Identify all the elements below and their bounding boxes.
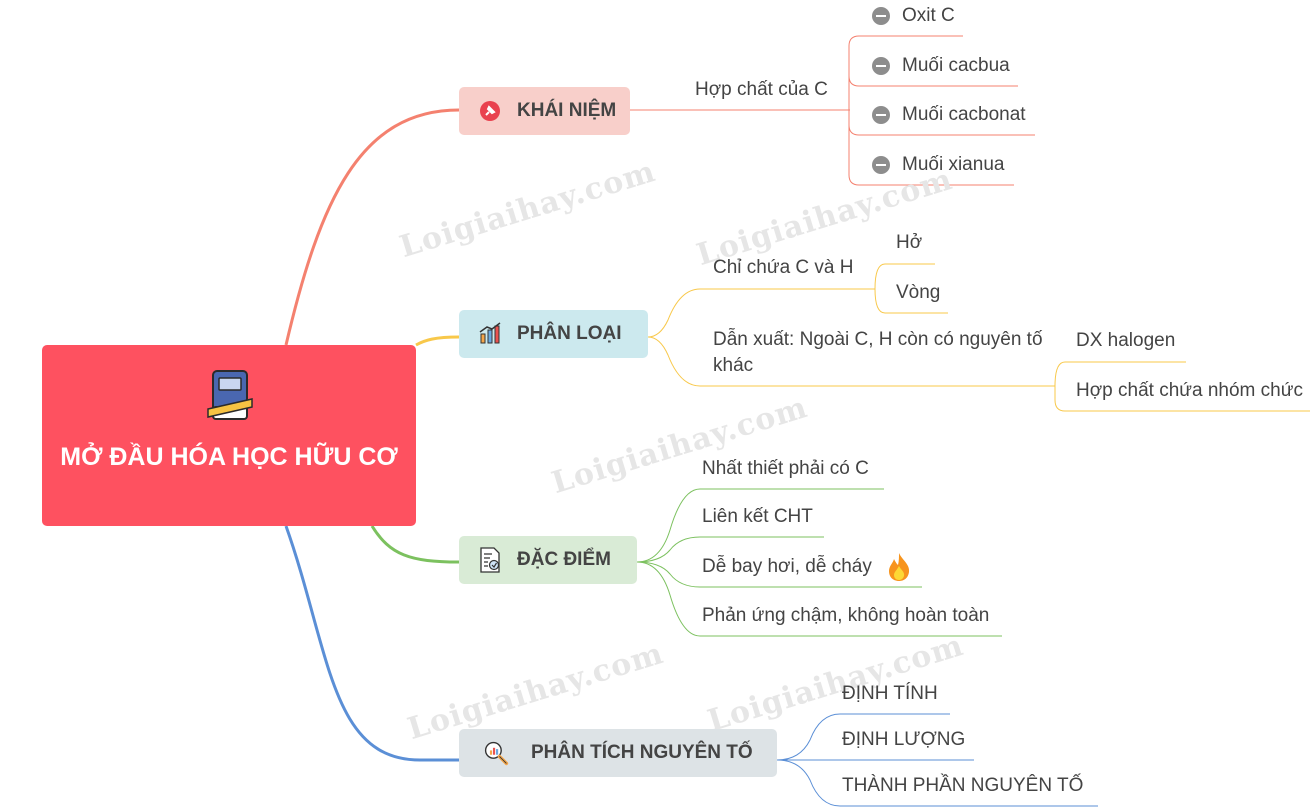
collapse-icon[interactable]	[872, 7, 890, 25]
leaf-hop-chat-chua-nhom-chuc[interactable]: Hợp chất chứa nhóm chức	[1076, 380, 1303, 401]
leaf-dinh-tinh[interactable]: ĐỊNH TÍNH	[842, 683, 938, 704]
node-phan-ung-cham[interactable]: Phản ứng chậm, không hoàn toàn	[702, 605, 990, 626]
branch-phan-tich-nguyen-to[interactable]: PHÂN TÍCH NGUYÊN TỐ	[459, 729, 777, 777]
node-dan-xuat[interactable]: Dẫn xuất: Ngoài C, H còn có nguyên tố kh…	[713, 329, 1043, 376]
pin-icon	[477, 98, 503, 124]
node-chi-chua-c-va-h[interactable]: Chỉ chứa C và H	[713, 257, 854, 278]
branch-label: PHÂN LOẠI	[517, 323, 622, 344]
collapse-icon[interactable]	[872, 156, 890, 174]
leaf-ho[interactable]: Hở	[896, 232, 923, 253]
leaf-muoi-cacbua[interactable]: Muối cacbua	[902, 55, 1010, 76]
root-node[interactable]: MỞ ĐẦU HÓA HỌC HỮU CƠ	[42, 345, 416, 526]
bar-chart-icon	[477, 321, 503, 347]
collapse-icon[interactable]	[872, 106, 890, 124]
leaf-muoi-xianua[interactable]: Muối xianua	[902, 154, 1005, 175]
report-icon	[477, 547, 503, 573]
branch-khai-niem[interactable]: KHÁI NIỆM	[459, 87, 630, 135]
leaf-vong[interactable]: Vòng	[896, 282, 941, 303]
collapse-icon[interactable]	[872, 57, 890, 75]
book-icon	[207, 370, 253, 420]
leaf-muoi-cacbonat[interactable]: Muối cacbonat	[902, 104, 1026, 125]
node-nhat-thiet-phai-co-c[interactable]: Nhất thiết phải có C	[702, 458, 869, 479]
branch-label: PHÂN TÍCH NGUYÊN TỐ	[531, 742, 753, 763]
branch-phan-loai[interactable]: PHÂN LOẠI	[459, 310, 648, 358]
node-lien-ket-cht[interactable]: Liên kết CHT	[702, 506, 813, 527]
leaf-oxit-c[interactable]: Oxit C	[902, 5, 955, 26]
branch-dac-diem[interactable]: ĐẶC ĐIỂM	[459, 536, 637, 584]
node-de-bay-hoi[interactable]: Dễ bay hơi, dễ cháy	[702, 556, 872, 577]
branch-label: ĐẶC ĐIỂM	[517, 549, 611, 570]
leaf-dx-halogen[interactable]: DX halogen	[1076, 330, 1176, 351]
branch-label: KHÁI NIỆM	[517, 100, 617, 121]
root-title: MỞ ĐẦU HÓA HỌC HỮU CƠ	[60, 443, 398, 471]
leaf-dinh-luong[interactable]: ĐỊNH LƯỢNG	[842, 729, 966, 750]
node-hop-chat-cua-c[interactable]: Hợp chất của C	[695, 79, 828, 100]
fire-icon	[886, 552, 912, 587]
magnifier-chart-icon	[483, 740, 509, 766]
leaf-thanh-phan-nguyen-to[interactable]: THÀNH PHẦN NGUYÊN TỐ	[842, 775, 1084, 796]
